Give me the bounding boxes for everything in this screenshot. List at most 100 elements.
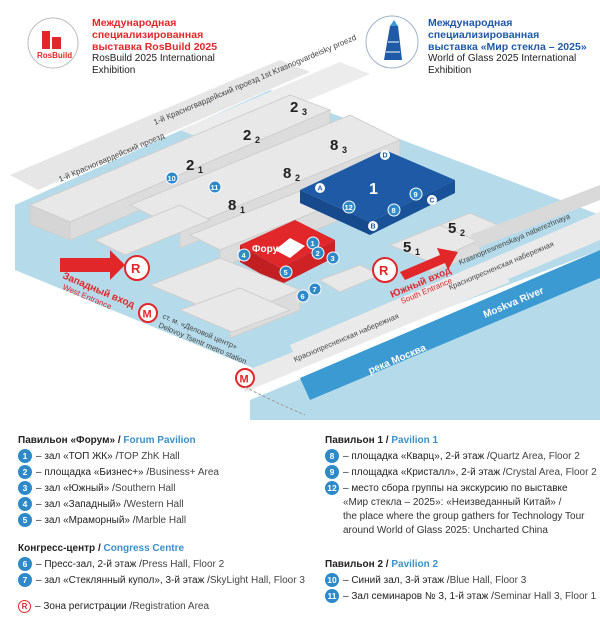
legend-text-en: Quartz Area, Floor 2 <box>489 450 580 462</box>
legend-congress-heading-ru: Конгресс-центр / <box>18 543 101 554</box>
south-reg-symbol: R <box>379 263 389 278</box>
svg-text:1: 1 <box>311 239 315 248</box>
legend-badge: 8 <box>325 449 339 463</box>
gate-c: C <box>430 198 435 205</box>
west-entrance[interactable]: R <box>60 250 150 281</box>
hall-8-1-label: 8 <box>228 197 236 214</box>
marker-10[interactable]: 10 <box>165 171 179 185</box>
marker-7[interactable]: 7 <box>308 282 322 296</box>
legend-badge: 9 <box>325 465 339 479</box>
legend-text-ru: – зал «Мраморный» / <box>36 514 136 526</box>
legend-text-en: Seminar Hall 3, Floor 1 <box>493 590 597 602</box>
svg-text:6: 6 <box>301 292 305 301</box>
legend-item-12: 12 – место сбора группы на экскурсию по … <box>325 481 568 495</box>
legend-text-en: TOP ZhK Hall <box>118 450 180 462</box>
marker-12[interactable]: 12 <box>342 200 356 214</box>
svg-text:7: 7 <box>313 285 317 294</box>
metro-station-south[interactable]: M <box>235 368 255 388</box>
hall-2-1-sub: 1 <box>198 165 203 175</box>
hall-8-2-sub: 2 <box>295 173 300 183</box>
legend-pavilion1-heading-ru: Павильон 1 / <box>325 435 389 446</box>
legend-item-9: 9 – площадка «Кристалл», 2-й этаж / Crys… <box>325 465 597 479</box>
legend-item-5: 5 – зал «Мраморный» / Marble Hall <box>18 513 186 527</box>
legend-item-3: 3 – зал «Южный» / Southern Hall <box>18 481 175 495</box>
legend-pavilion2-heading: Павильон 2 / Pavilion 2 <box>325 559 438 570</box>
legend-text-ru: – площадка «Кристалл», 2-й этаж / <box>343 466 506 478</box>
hall-5-2-label: 5 <box>448 220 456 237</box>
legend-item-10: 10 – Синий зал, 3-й этаж / Blue Hall, Fl… <box>325 573 526 587</box>
gate-d: D <box>383 153 388 160</box>
legend-12-line-2: the place where the group gathers for Te… <box>343 511 585 522</box>
hall-5-1-label: 5 <box>403 239 411 256</box>
legend-congress-heading-en: Congress Centre <box>103 543 185 554</box>
wog-title-1: Международная <box>428 17 513 29</box>
legend-item-8: 8 – площадка «Кварц», 2-й этаж / Quartz … <box>325 449 580 463</box>
hall-5-2-sub: 2 <box>460 228 465 238</box>
rosbuild-sub-1: RosBuild 2025 International <box>92 53 215 64</box>
svg-text:11: 11 <box>211 183 219 192</box>
marker-3[interactable]: 3 <box>326 251 340 265</box>
legend-text-ru: – Зона регистрации / <box>35 600 133 612</box>
registration-icon: R <box>18 599 31 613</box>
marker-11[interactable]: 11 <box>208 180 222 194</box>
legend-item-1: 1 – зал «ТОП ЖК» / TOP ZhK Hall <box>18 449 180 463</box>
metro-station-west[interactable]: M <box>138 303 158 323</box>
marker-8[interactable]: 8 <box>387 203 401 217</box>
south-entrance[interactable]: R <box>372 248 458 283</box>
legend-pavilion2-heading-en: Pavilion 2 <box>391 559 439 570</box>
gates: A B C D <box>315 150 437 231</box>
expo-map: 1-й Красногвардейский проезд 1-й Красног… <box>10 32 600 420</box>
marker-2[interactable]: 2 <box>311 246 325 260</box>
hall-8-1-sub: 1 <box>240 205 245 215</box>
legend-text-en: Press Hall, Floor 2 <box>141 558 225 570</box>
legend-badge: 7 <box>18 573 32 587</box>
hall-8-3-sub: 3 <box>342 145 347 155</box>
marker-9[interactable]: 9 <box>409 187 423 201</box>
legend-text-ru: – зал «ТОП ЖК» / <box>36 450 119 462</box>
legend-badge: 11 <box>325 589 339 603</box>
moskva-river <box>300 250 600 400</box>
world-of-glass-logo <box>365 15 419 69</box>
wog-sub-2: Exhibition <box>428 65 472 76</box>
rosbuild-header: Международная специализированная выставк… <box>92 17 217 77</box>
svg-text:4: 4 <box>242 251 247 260</box>
legend-text-en: Western Hall <box>126 498 184 510</box>
legend-text-ru: – Зал семинаров № 3, 1-й этаж / <box>343 590 494 602</box>
legend-text-ru: – Синий зал, 3-й этаж / <box>343 574 450 586</box>
legend-text-ru: – зал «Стеклянный купол», 3-й этаж / <box>36 574 210 586</box>
rosbuild-logo: RosBuild <box>27 17 79 69</box>
legend-item-4: 4 – зал «Западный» / Western Hall <box>18 497 184 511</box>
legend-forum-heading: Павильон «Форум» / Forum Pavilion <box>18 435 196 446</box>
legend-text-en: Crystal Area, Floor 2 <box>505 466 597 478</box>
marker-5[interactable]: 5 <box>279 265 293 279</box>
legend-badge: 2 <box>18 465 32 479</box>
marker-6[interactable]: 6 <box>296 289 310 303</box>
hall-2-1-label: 2 <box>186 157 194 174</box>
legend-text-en: Registration Area <box>132 600 210 612</box>
legend-badge: 5 <box>18 513 32 527</box>
legend-item-2: 2 – площадка «Бизнес+» / Business+ Area <box>18 465 219 479</box>
legend-pavilion1-heading-en: Pavilion 1 <box>391 435 439 446</box>
legend-badge: 1 <box>18 449 32 463</box>
svg-text:9: 9 <box>414 190 418 199</box>
hall-2-2-sub: 2 <box>255 135 260 145</box>
legend-congress-heading: Конгресс-центр / Congress Centre <box>18 543 184 554</box>
congress-centre-buildings <box>148 257 382 339</box>
svg-text:2: 2 <box>316 249 320 258</box>
rosbuild-title-2: специализированная <box>92 29 204 41</box>
hall-2-3-sub: 3 <box>302 107 307 117</box>
right-strip <box>470 185 600 248</box>
hall-5-1-sub: 1 <box>415 247 420 257</box>
pavilion-1[interactable] <box>300 150 455 235</box>
legend-item-7: 7 – зал «Стеклянный купол», 3-й этаж / S… <box>18 573 305 587</box>
gate-a: A <box>318 186 323 193</box>
legend-pavilion2-heading-ru: Павильон 2 / <box>325 559 389 570</box>
metro-symbol-west: M <box>143 309 152 321</box>
legend-12-line-3: around World of Glass 2025: Uncharted Ch… <box>343 525 548 536</box>
legend-text-en: Blue Hall, Floor 3 <box>449 574 527 586</box>
legend-badge: 12 <box>325 481 339 495</box>
svg-text:3: 3 <box>331 254 335 263</box>
marker-1[interactable]: 1 <box>306 236 320 250</box>
marker-4[interactable]: 4 <box>237 248 251 262</box>
wog-sub-1: World of Glass 2025 International <box>428 53 577 64</box>
